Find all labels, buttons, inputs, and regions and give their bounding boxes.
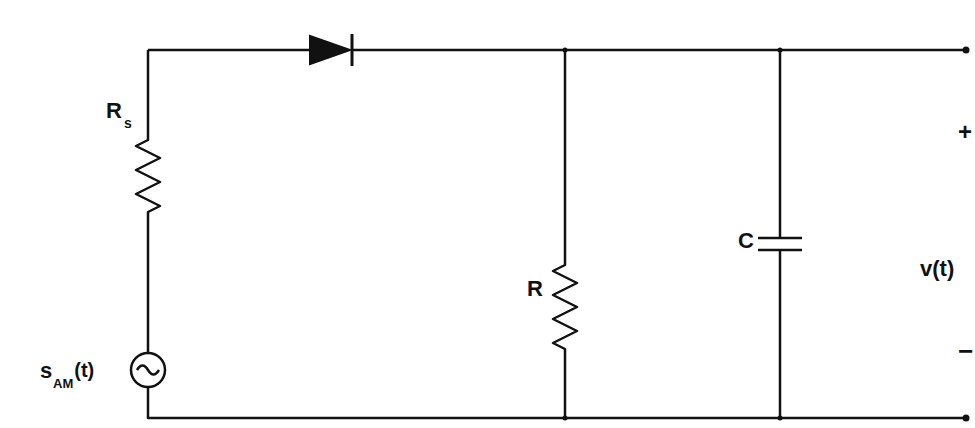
subscript: AM [53,377,73,390]
component-label: C [738,230,754,252]
terminal-dot [563,47,970,422]
resistor-symbol [136,50,160,353]
component-label: R [106,100,122,122]
polarity-sign: − [958,338,973,364]
wire [148,387,966,418]
signal-name: (t) [74,360,94,380]
resistor-symbol [553,50,577,418]
signal-name: s [40,360,52,382]
diode-symbol [310,34,352,66]
capacitor-symbol [758,50,802,418]
polarity-sign: + [958,120,972,144]
component-label: R [527,278,543,300]
subscript: s [124,116,132,130]
signal-name: v(t) [920,258,954,280]
ac-source-wave [137,366,159,375]
wire [148,49,966,52]
ac-source-symbol [131,353,165,387]
